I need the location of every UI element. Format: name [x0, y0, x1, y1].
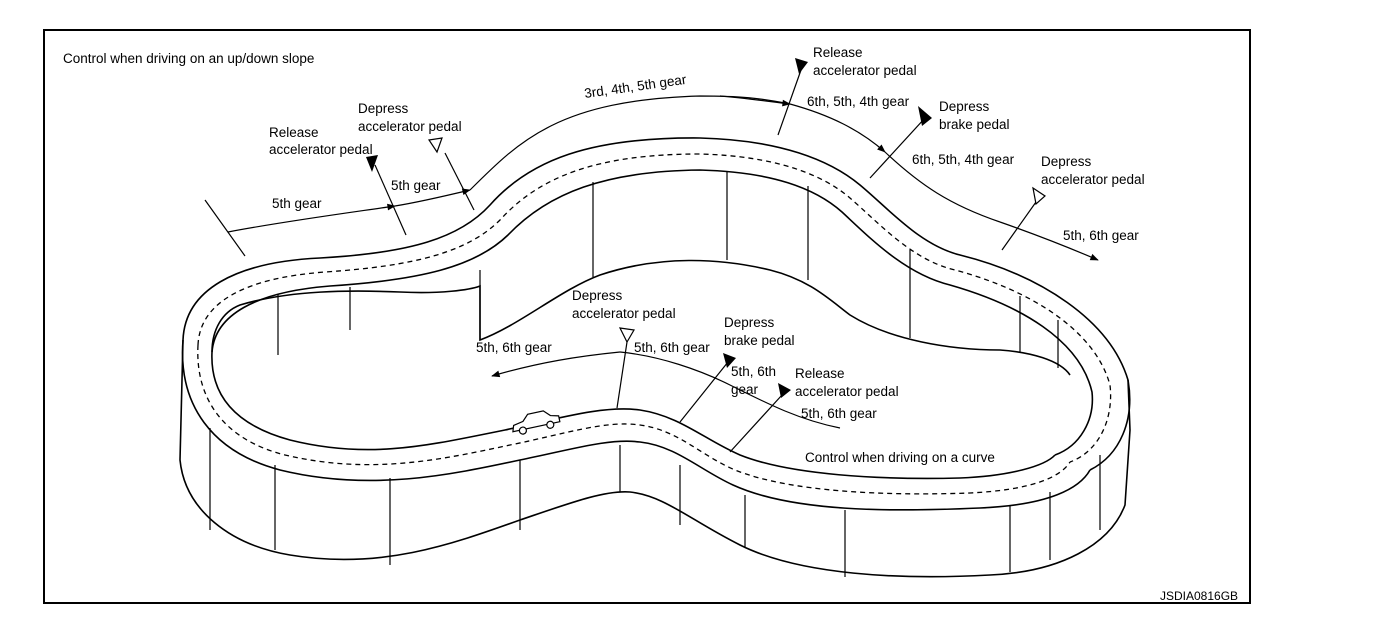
wall-outer-bottom	[179, 339, 1131, 578]
gear-56-label-a: 5th, 6th gear	[1063, 228, 1139, 243]
release-pedal-marker-1	[366, 155, 378, 172]
release-pedal-marker-3	[778, 383, 791, 398]
outer-wall-segments	[209, 428, 1101, 577]
depress-pedal-marker-3	[618, 327, 635, 344]
release-label-1: Release accelerator pedal	[269, 125, 373, 157]
release-label-3: Release accelerator pedal	[795, 366, 899, 399]
figure-id: JSDIA0816GB	[1160, 589, 1238, 603]
inner-wall-segments	[277, 172, 1059, 368]
gear-345-label: 3rd, 4th, 5th gear	[583, 72, 687, 101]
brake-marker-1	[918, 106, 932, 126]
inner-wall-top	[211, 259, 1071, 376]
gear-56-label-d: 5th, 6th gear	[731, 364, 780, 397]
depress-pedal-marker-2	[1032, 186, 1046, 206]
depress-brake-label-2: Depress brake pedal	[724, 315, 795, 348]
track-outer-edge	[182, 137, 1131, 471]
curve-arrows	[491, 327, 841, 453]
depress-label-3: Depress accelerator pedal	[572, 288, 676, 321]
track-center-line	[197, 153, 1112, 463]
gear-654-label-a: 6th, 5th, 4th gear	[807, 94, 910, 109]
car-icon	[512, 410, 561, 435]
gear-56-label-b: 5th, 6th gear	[476, 340, 552, 355]
gear-56-label-e: 5th, 6th gear	[801, 406, 877, 421]
curve-title: Control when driving on a curve	[805, 450, 995, 465]
gear-654-label-b: 6th, 5th, 4th gear	[912, 152, 1015, 167]
track	[179, 137, 1131, 578]
release-pedal-marker-2	[795, 58, 808, 74]
gear-5th-label-b: 5th gear	[391, 178, 441, 193]
gear-56-label-c: 5th, 6th gear	[634, 340, 710, 355]
track-inner-edge	[211, 169, 1094, 456]
gear-5th-label-a: 5th gear	[272, 196, 322, 211]
slope-title: Control when driving on an up/down slope	[63, 51, 314, 66]
depress-label-1: Depress accelerator pedal	[358, 101, 462, 134]
release-label-2: Release accelerator pedal	[813, 45, 917, 78]
track-lower-inner-edge	[211, 351, 1056, 480]
track-lower-outer-edge	[181, 339, 1091, 511]
brake-marker-2	[723, 353, 736, 368]
depress-brake-label-1: Depress brake pedal	[939, 99, 1010, 132]
depress-pedal-marker-1	[427, 137, 443, 154]
slope-arrows	[204, 58, 1099, 261]
track-lower-center-line	[197, 344, 1071, 495]
depress-label-2: Depress accelerator pedal	[1041, 154, 1145, 187]
